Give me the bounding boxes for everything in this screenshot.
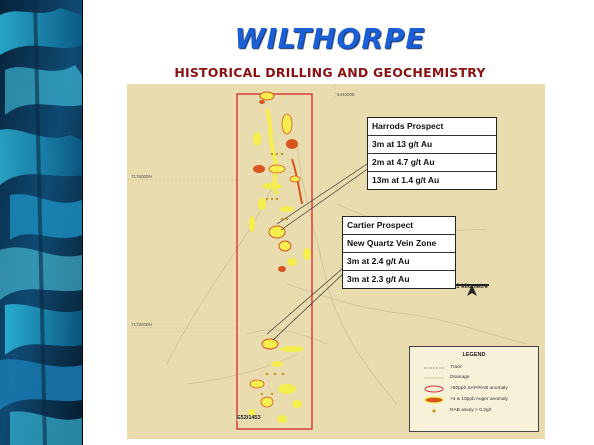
anomaly-zones xyxy=(248,91,311,423)
cartier-subtitle: New Quartz Vein Zone xyxy=(343,235,455,253)
cartier-result-2: 3m at 2.3 g/t Au xyxy=(347,274,410,284)
rab-assay-points xyxy=(260,152,289,396)
harrods-title: Harrods Prospect xyxy=(368,118,496,136)
scale-line xyxy=(455,284,489,286)
map-graphic xyxy=(127,84,528,430)
decorative-side-band xyxy=(0,0,82,445)
slide-divider xyxy=(82,0,83,445)
slide-title: WILTHORPE xyxy=(234,22,426,55)
easting-label: 634000E xyxy=(337,92,356,97)
tenement-label: E52/1453 xyxy=(237,415,261,421)
callout-leaders xyxy=(266,163,370,341)
harrods-callout: Harrods Prospect 3m at 13 g/t Au 2m at 4… xyxy=(367,117,497,190)
legend-item-drainage: Drainage xyxy=(450,375,470,380)
legend-item-rab-assay: RAB assay > 0.2g/t xyxy=(450,408,492,413)
north-arrow-icon xyxy=(467,285,477,296)
map-legend: LEGEND Track Drainage >50ppb SAP/RAB ano… xyxy=(409,346,539,432)
slide-subtitle: HISTORICAL DRILLING AND GEOCHEMISTRY xyxy=(174,65,486,80)
harrods-result-3: 13m at 1.4 g/t Au xyxy=(372,175,440,185)
northing-label-2: 7172000N xyxy=(131,322,152,327)
legend-symbols xyxy=(424,367,444,413)
cartier-result-1: 3m at 2.4 g/t Au xyxy=(343,253,455,271)
tenement-boundary xyxy=(236,93,313,430)
legend-title: LEGEND xyxy=(462,352,486,358)
legend-item-auger: >4 & 10ppb Auger anomaly xyxy=(450,397,509,402)
harrods-result-2: 2m at 4.7 g/t Au xyxy=(368,154,496,172)
northing-label-1: 7176000N xyxy=(131,174,152,179)
terrain-image xyxy=(0,0,82,445)
cartier-title: Cartier Prospect xyxy=(343,217,455,235)
harrods-result-1: 3m at 13 g/t Au xyxy=(368,136,496,154)
legend-item-track: Track xyxy=(450,365,462,370)
scale-bar: 1 kilometre xyxy=(447,284,497,296)
drilling-map: 634000E 7176000N 7172000N E52/1453 Harro… xyxy=(127,84,545,439)
cartier-callout: Cartier Prospect New Quartz Vein Zone 3m… xyxy=(342,216,456,289)
legend-item-sap-rab: >50ppb SAP/RAB anomaly xyxy=(450,386,508,391)
